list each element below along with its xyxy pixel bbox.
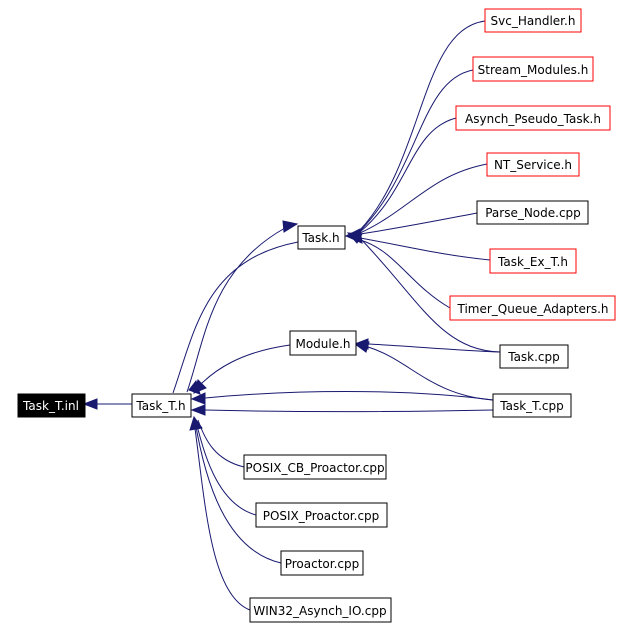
node-stream-modules-h[interactable]: Stream_Modules.h <box>472 56 594 82</box>
node-label: NT_Service.h <box>494 158 572 172</box>
node-label: Task.h <box>301 231 339 245</box>
edge-timer-queue-adapters-to-task-h <box>359 239 451 309</box>
edge-task-t-cpp-to-task-t-h <box>190 391 494 416</box>
node-task-t-cpp[interactable]: Task_T.cpp <box>492 393 572 418</box>
edge-task-h-to-task-t-h <box>172 220 299 395</box>
node-label: Task_T.cpp <box>499 399 563 413</box>
edge-task-t-h-to-task-t-inl <box>82 398 132 410</box>
edge-task-cpp-to-task-h <box>346 232 501 353</box>
node-task-cpp[interactable]: Task.cpp <box>499 344 569 369</box>
edge-parse-node-to-task-h <box>359 212 478 235</box>
task-h-arrowheads <box>344 228 363 244</box>
node-label: Proactor.cpp <box>285 557 360 571</box>
node-task-t-inl[interactable]: Task_T.inl <box>17 393 86 418</box>
edge-stream-modules-to-task-h <box>359 69 474 232</box>
node-label: WIN32_Asynch_IO.cpp <box>253 604 386 618</box>
edge-posix-proactor-to-task-t-h <box>195 420 257 516</box>
node-posix-proactor-cpp[interactable]: POSIX_Proactor.cpp <box>255 502 388 528</box>
node-proactor-cpp[interactable]: Proactor.cpp <box>280 550 364 576</box>
node-label: Module.h <box>295 337 350 351</box>
node-task-h[interactable]: Task.h <box>297 225 346 250</box>
edge-asynch-pseudo-task-to-task-h <box>359 117 457 233</box>
node-label: POSIX_CB_Proactor.cpp <box>245 461 384 475</box>
node-nt-service-h[interactable]: NT_Service.h <box>486 152 580 177</box>
node-label: Task_T.h <box>135 399 185 413</box>
node-module-h[interactable]: Module.h <box>289 330 357 356</box>
edge-win32-asynch-io-to-task-t-h <box>193 420 251 611</box>
node-task-ex-t-h[interactable]: Task_Ex_T.h <box>489 248 577 274</box>
node-label: POSIX_Proactor.cpp <box>263 509 380 523</box>
node-label: Asynch_Pseudo_Task.h <box>465 112 601 126</box>
node-label: Task_Ex_T.h <box>497 255 568 269</box>
node-task-t-h[interactable]: Task_T.h <box>131 393 192 418</box>
edge-nt-service-to-task-h <box>359 163 488 234</box>
edge-task-cpp-to-module-h <box>353 338 501 353</box>
edge-module-h-to-task-t-h <box>193 344 291 394</box>
node-label: Parse_Node.cpp <box>485 206 581 220</box>
edge-svc-handler-to-task-h <box>359 20 486 231</box>
node-label: Task.cpp <box>507 350 560 364</box>
node-asynch-pseudo-task-h[interactable]: Asynch_Pseudo_Task.h <box>455 105 611 131</box>
node-timer-queue-adapters-h[interactable]: Timer_Queue_Adapters.h <box>449 295 616 321</box>
node-svc-handler-h[interactable]: Svc_Handler.h <box>484 8 582 33</box>
edge-proactor-to-task-t-h <box>194 420 282 564</box>
node-label: Task_T.inl <box>22 399 79 413</box>
node-label: Timer_Queue_Adapters.h <box>456 302 608 316</box>
node-win32-asynch-io-cpp[interactable]: WIN32_Asynch_IO.cpp <box>249 597 392 623</box>
node-label: Stream_Modules.h <box>478 63 589 77</box>
node-posix-cb-proactor-cpp[interactable]: POSIX_CB_Proactor.cpp <box>243 454 387 480</box>
edge-posix-cb-proactor-to-task-t-h <box>197 419 245 468</box>
node-label: Svc_Handler.h <box>491 14 576 28</box>
node-parse-node-cpp[interactable]: Parse_Node.cpp <box>476 200 589 225</box>
edge-task-ex-t-to-task-h <box>359 237 491 261</box>
task-t-h-bottom-arrowheads <box>189 415 203 431</box>
